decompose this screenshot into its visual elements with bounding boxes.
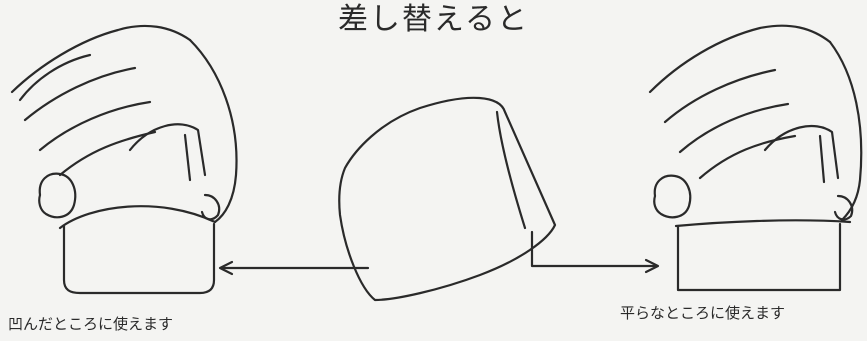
caption-flat: 平らなところに使えます (620, 304, 786, 322)
replacement-pad (338, 96, 557, 302)
caption-concave: 凹んだところに使えます (8, 315, 174, 333)
diagram-title: 差し替えると (337, 2, 530, 37)
right-hand-with-flat-pad (648, 24, 863, 292)
left-hand-with-curved-pad (10, 24, 238, 295)
arrow-to-right (530, 230, 660, 274)
arrow-to-left (218, 260, 370, 276)
